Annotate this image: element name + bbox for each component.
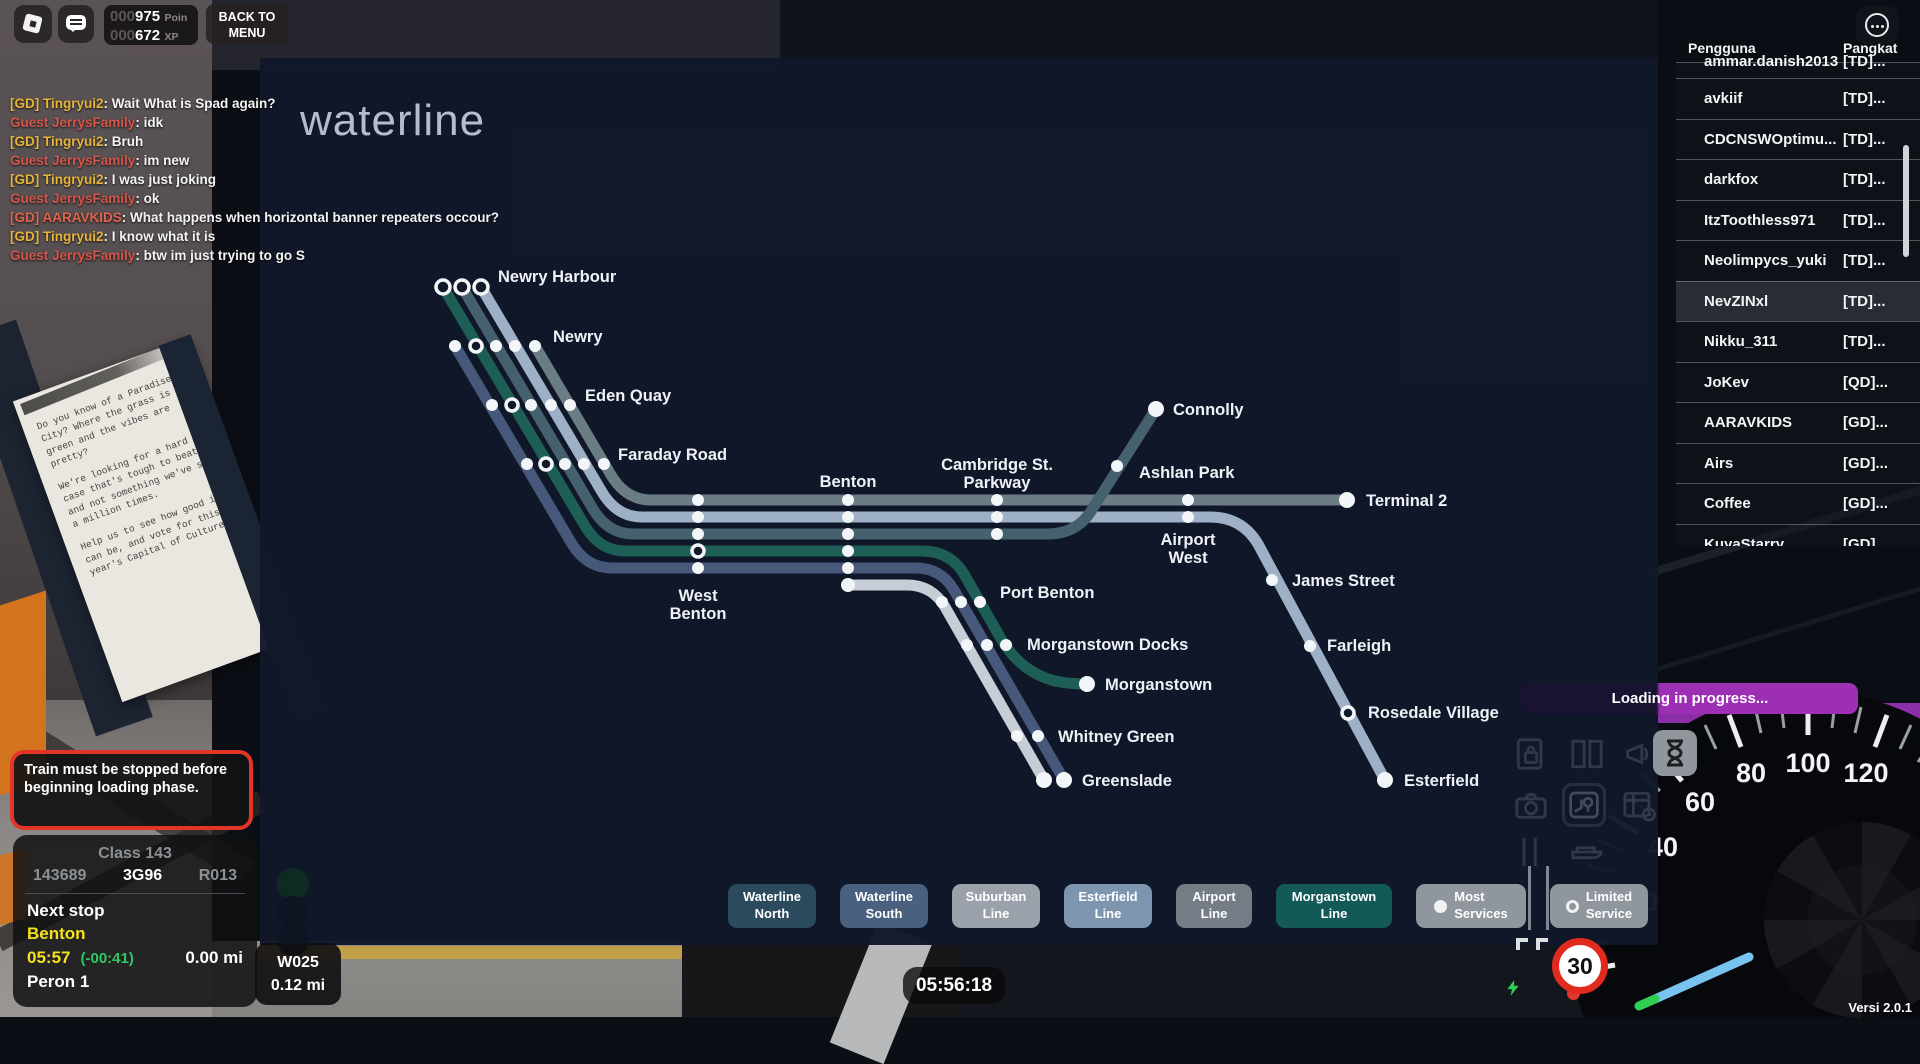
player-row[interactable]: Airs[GD]...	[1676, 443, 1920, 484]
chat-message: [GD] AARAVKIDSWhat happens when horizont…	[10, 208, 515, 227]
chat-message: [GD] Tingryui2I know what it is	[10, 227, 515, 246]
player-row[interactable]: ItzToothless971[TD]...	[1676, 200, 1920, 241]
doors-icon[interactable]	[1570, 737, 1604, 771]
platform-number: Peron 1	[27, 972, 243, 992]
chat-message: Guest JerrysFamilybtw im just trying to …	[10, 246, 515, 265]
signal-distance: 0.12 mi	[255, 974, 341, 997]
horn-icon[interactable]	[1622, 737, 1656, 771]
loading-warning: Train must be stopped before beginning l…	[10, 750, 253, 830]
chat-message: [GD] Tingryui2Wait What is Spad again?	[10, 94, 515, 113]
lever-bracket	[1536, 938, 1548, 950]
train-info-panel: Class 143 143689 3G96 R013 Next stop Ben…	[13, 835, 257, 1007]
train-icon[interactable]	[1570, 835, 1604, 869]
map-icon[interactable]	[1562, 783, 1606, 827]
chat-message: Guest JerrysFamilyok	[10, 189, 515, 208]
next-signal-box: W025 0.12 mi	[255, 943, 341, 1005]
chat-message: [GD] Tingryui2I was just joking	[10, 170, 515, 189]
run-number: R013	[199, 867, 237, 885]
player-row[interactable]: Neolimpycs_yuki[TD]...	[1676, 240, 1920, 281]
chat-toggle-button[interactable]	[58, 5, 94, 43]
headcode: 3G96	[123, 867, 162, 885]
player-row[interactable]: avkiif[TD]...	[1676, 78, 1920, 119]
filled-circle-icon	[1434, 900, 1447, 913]
chat-message: Guest JerrysFamilyim new	[10, 151, 515, 170]
power-lever-track[interactable]	[1528, 866, 1531, 930]
lever-bracket	[1516, 938, 1528, 950]
version-label: Versi 2.0.1	[1770, 1000, 1912, 1015]
player-list: Pengguna Pangkat ammar.danish2013[TD]...…	[1676, 32, 1920, 546]
player-row[interactable]: NevZINxl[TD]...	[1676, 281, 1920, 322]
player-row[interactable]: KuyaStarry[GD]...	[1676, 524, 1920, 547]
player-row[interactable]: Nikku_311[TD]...	[1676, 321, 1920, 362]
train-side	[960, 941, 1658, 1017]
points-xp-box: 000975 Poin 000672 XP	[104, 5, 198, 45]
player-row[interactable]: Coffee[GD]...	[1676, 483, 1920, 524]
eta-delta: (-00:41)	[80, 950, 133, 967]
signal-id: W025	[255, 951, 341, 974]
chat-message: [GD] Tingryui2Bruh	[10, 132, 515, 151]
player-row[interactable]: JoKev[QD]...	[1676, 362, 1920, 403]
distance-to-stop: 0.00 mi	[185, 948, 243, 968]
power-bolt-icon	[1504, 979, 1522, 1002]
open-circle-icon	[1566, 900, 1579, 913]
paradise-city-poster: Do you know of a Paradise City? Where th…	[18, 300, 248, 740]
player-row[interactable]: darkfox[TD]...	[1676, 159, 1920, 200]
player-row[interactable]: CDCNSWOptimu...[TD]...	[1676, 119, 1920, 160]
next-stop-label: Next stop	[27, 901, 243, 921]
brake-lever-track[interactable]	[1546, 866, 1549, 930]
ellipsis-icon	[1865, 13, 1889, 37]
levers-icon[interactable]	[1514, 835, 1548, 869]
player-list-scrollbar[interactable]	[1903, 145, 1909, 257]
cab-control-icons	[1510, 733, 1660, 868]
speed-limit-sign: 30	[1552, 938, 1608, 994]
loading-progress-banner: Loading in progress...	[1522, 683, 1858, 714]
chat-log: [GD] Tingryui2Wait What is Spad again? G…	[10, 94, 515, 265]
more-options-button[interactable]	[1856, 6, 1898, 44]
game-clock: 05:56:18	[903, 967, 1005, 1004]
eta-time: 05:57	[27, 948, 70, 968]
camera-icon[interactable]	[1514, 789, 1548, 823]
unit-number: 143689	[33, 867, 86, 885]
chat-message: Guest JerrysFamilyidk	[10, 113, 515, 132]
player-row[interactable]: ammar.danish2013[TD]...	[1676, 62, 1920, 78]
roblox-menu-button[interactable]	[14, 5, 52, 43]
timetable-icon[interactable]	[1622, 789, 1656, 823]
next-stop-name: Benton	[27, 924, 243, 944]
divider	[25, 893, 245, 894]
hourglass-icon	[1663, 739, 1687, 767]
hourglass-wait-button[interactable]	[1653, 730, 1697, 776]
door-lock-icon[interactable]	[1514, 737, 1548, 771]
train-class: Class 143	[27, 845, 243, 863]
chat-bubble-icon	[66, 15, 86, 30]
player-row[interactable]: AARAVKIDS[GD]...	[1676, 402, 1920, 443]
